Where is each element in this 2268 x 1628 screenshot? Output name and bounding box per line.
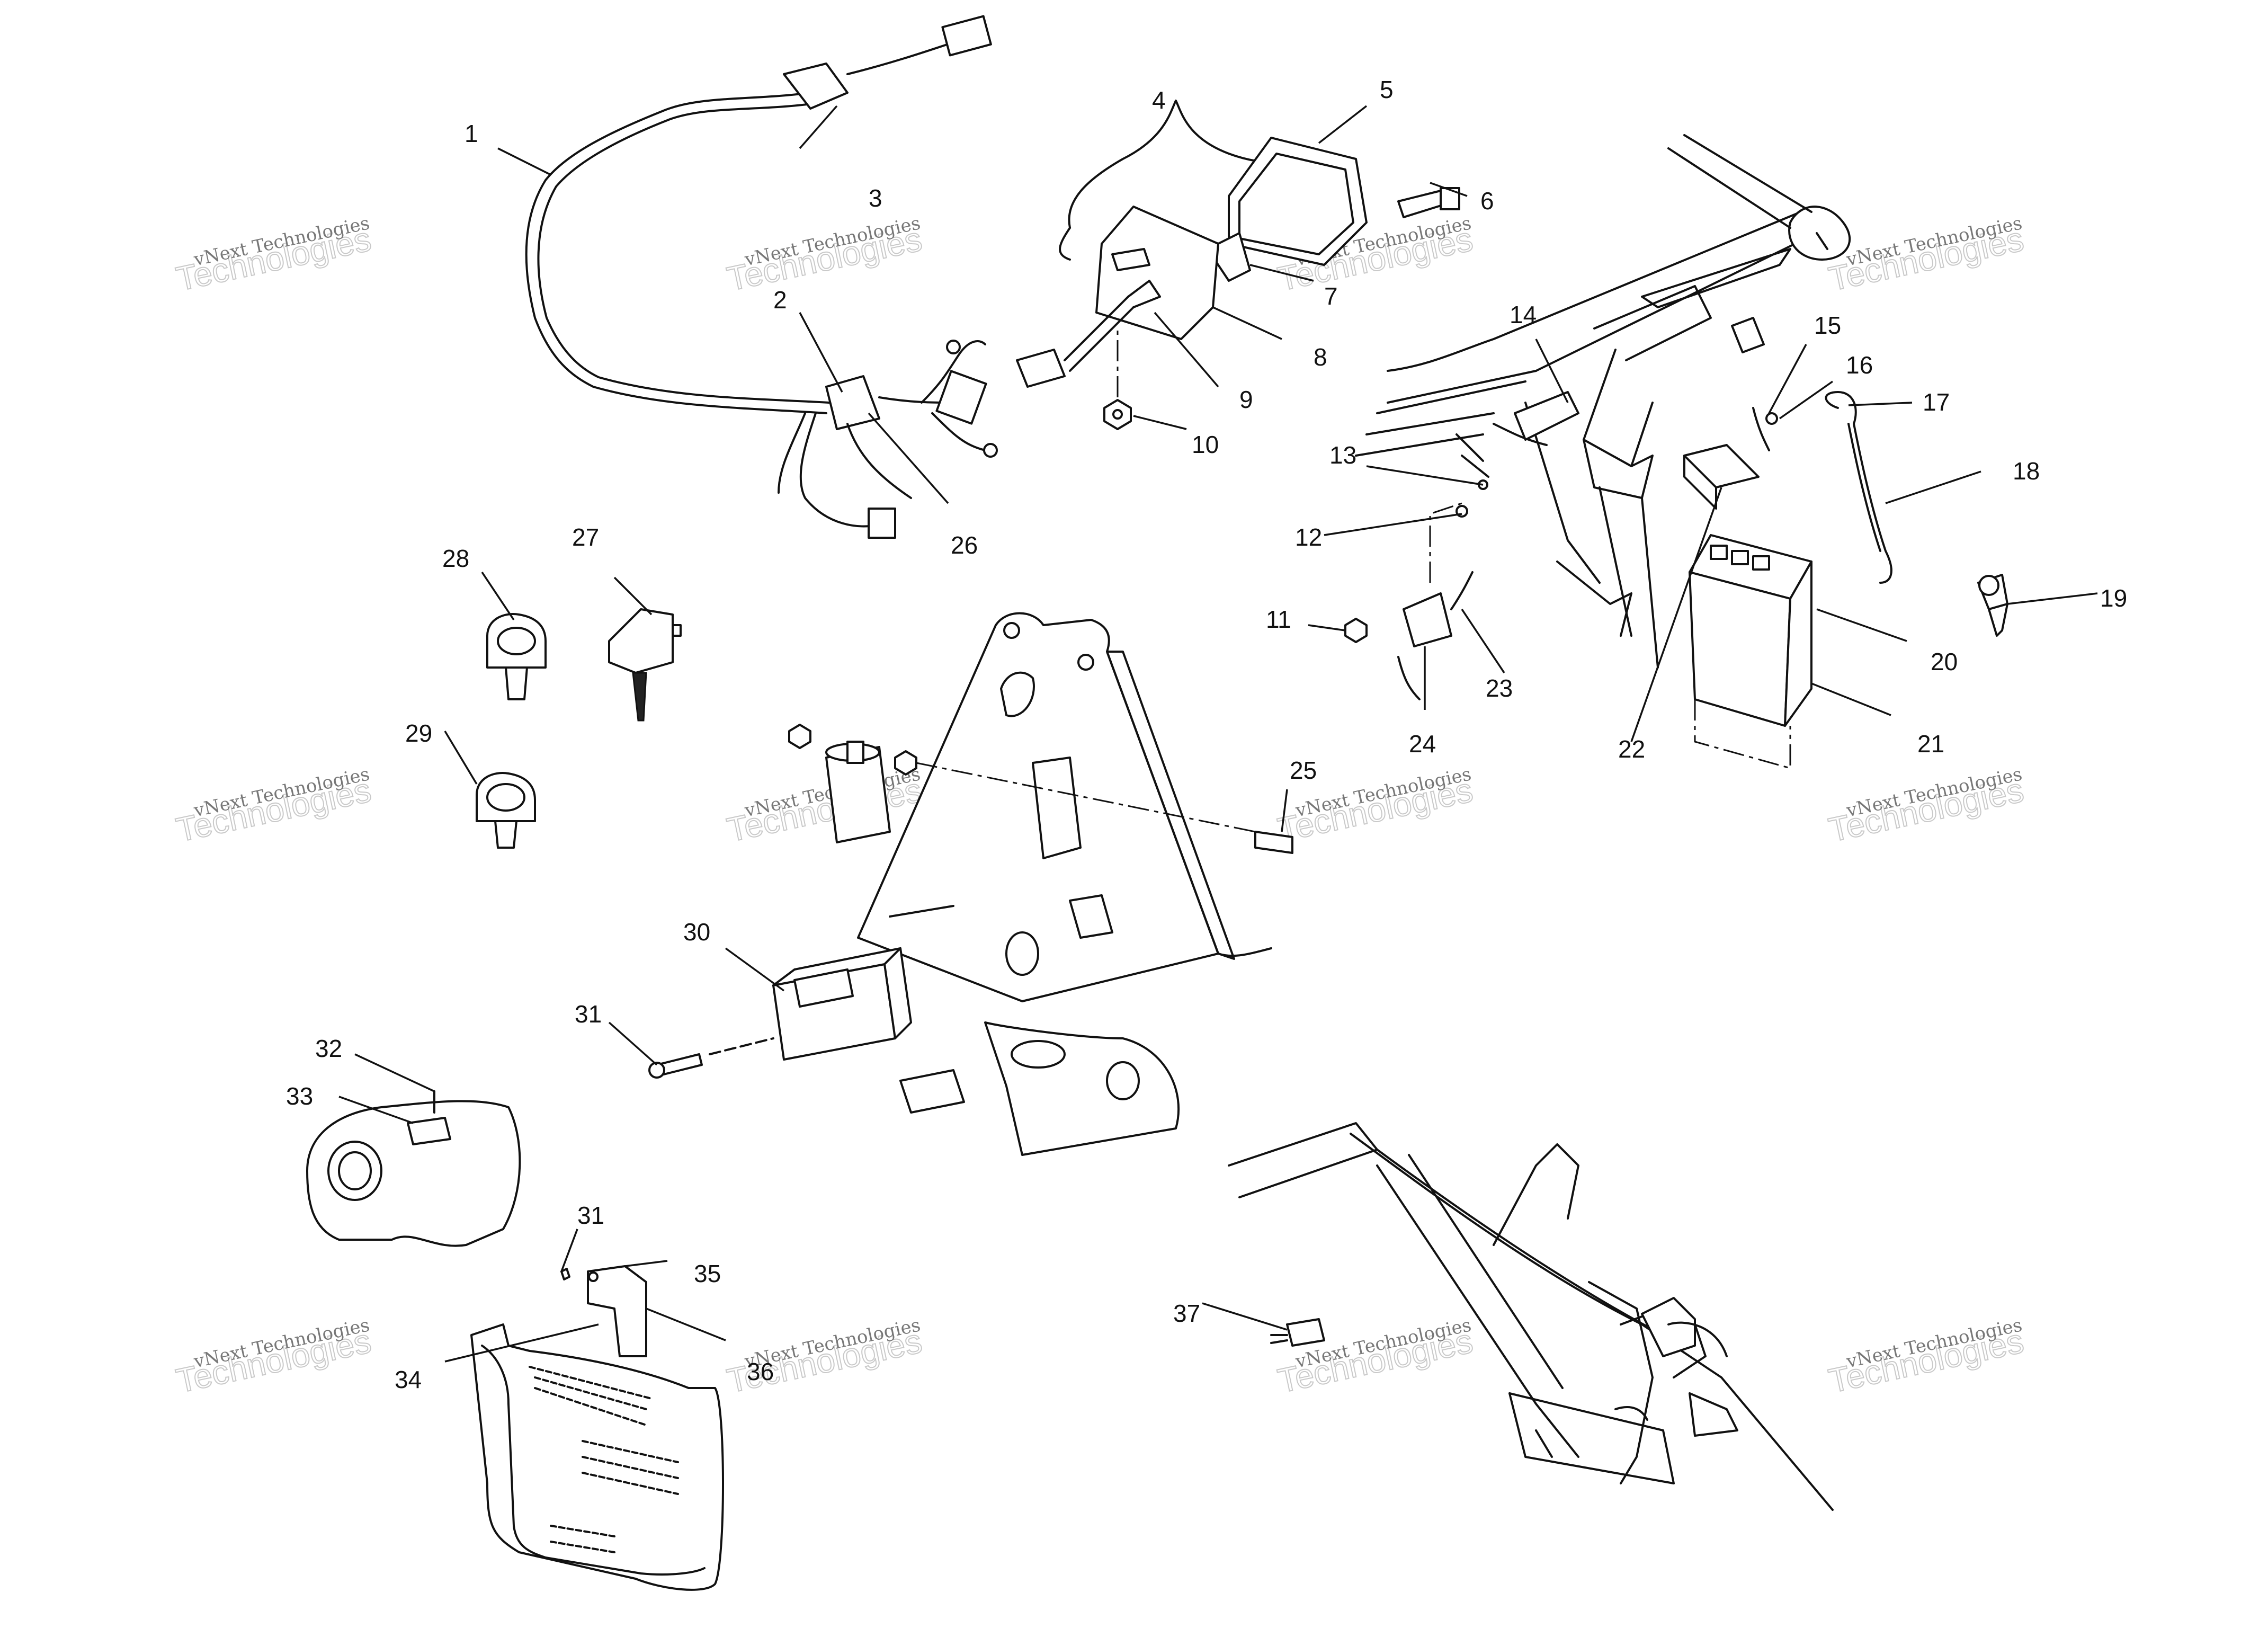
callout-22: 22 [1618,735,1645,763]
ignition-coil [788,724,1293,854]
watermark: Technologies vNext Technologies [172,763,374,850]
callout-8: 8 [1314,343,1327,371]
fuel-tank-cover [306,1090,521,1247]
callout-6: 6 [1480,187,1494,215]
callout-3: 3 [869,184,882,212]
watermark: Technologies vNext Technologies [1825,212,2027,299]
callout-19: 19 [2100,584,2127,612]
callout-28: 28 [442,545,469,572]
callout-4: 4 [1152,86,1166,114]
callout-15: 15 [1814,312,1841,339]
switch-27 [608,608,682,722]
tail-light-assembly [1016,100,1460,430]
callout-14: 14 [1510,301,1537,328]
rear-frame [1344,134,1892,769]
callout-2: 2 [773,286,787,314]
callout-27: 27 [572,523,599,551]
callout-26: 26 [951,531,978,559]
callout-21: 21 [1917,730,1944,758]
front-guard [470,1265,724,1591]
callout-34: 34 [395,1366,422,1393]
switch-29 [476,772,536,849]
callout-7: 7 [1324,282,1338,310]
watermark: Technologies vNext Technologies [723,212,925,299]
callout-33: 33 [286,1082,313,1110]
ignition-key [1977,574,2008,637]
watermark: Technologies vNext Technologies [1825,1314,2027,1401]
callout-23: 23 [1486,674,1513,702]
watermark: Technologies vNext Technologies [1825,763,2027,850]
callout-29: 29 [405,719,432,747]
mounting-plate [857,612,1272,1156]
callout-36: 36 [747,1358,774,1385]
callout-32: 32 [315,1035,342,1062]
leader-lines [338,105,2098,1363]
wire-harness [525,15,998,539]
callout-5: 5 [1380,76,1394,103]
callout-18: 18 [2013,457,2040,485]
callout-11: 11 [1266,606,1291,633]
callout-17: 17 [1923,388,1950,416]
callout-30: 30 [683,918,710,946]
watermark: Technologies vNext Technologies [172,212,374,299]
switch-28 [486,613,547,700]
watermark: Technologies vNext Technologies [723,763,925,850]
callout-12: 12 [1295,523,1322,551]
callout-9: 9 [1239,386,1253,413]
callout-labels: 1 2 3 4 5 6 7 8 9 10 11 12 13 14 15 16 1… [286,76,2127,1393]
callout-31-lower: 31 [577,1202,604,1229]
callout-20: 20 [1931,648,1958,675]
callout-31: 31 [575,1000,602,1028]
callout-35: 35 [694,1260,721,1287]
callout-13: 13 [1329,441,1356,469]
callout-16: 16 [1846,351,1873,379]
callout-25: 25 [1290,757,1317,784]
watermark: Technologies vNext Technologies [172,1314,374,1401]
lower-frame [1228,1122,1834,1511]
watermark: Technologies vNext Technologies [723,1314,925,1401]
callout-37: 37 [1173,1300,1200,1327]
callout-1: 1 [465,120,478,147]
cdi-box [648,947,912,1079]
callout-24: 24 [1409,730,1436,758]
callout-10: 10 [1192,431,1219,458]
